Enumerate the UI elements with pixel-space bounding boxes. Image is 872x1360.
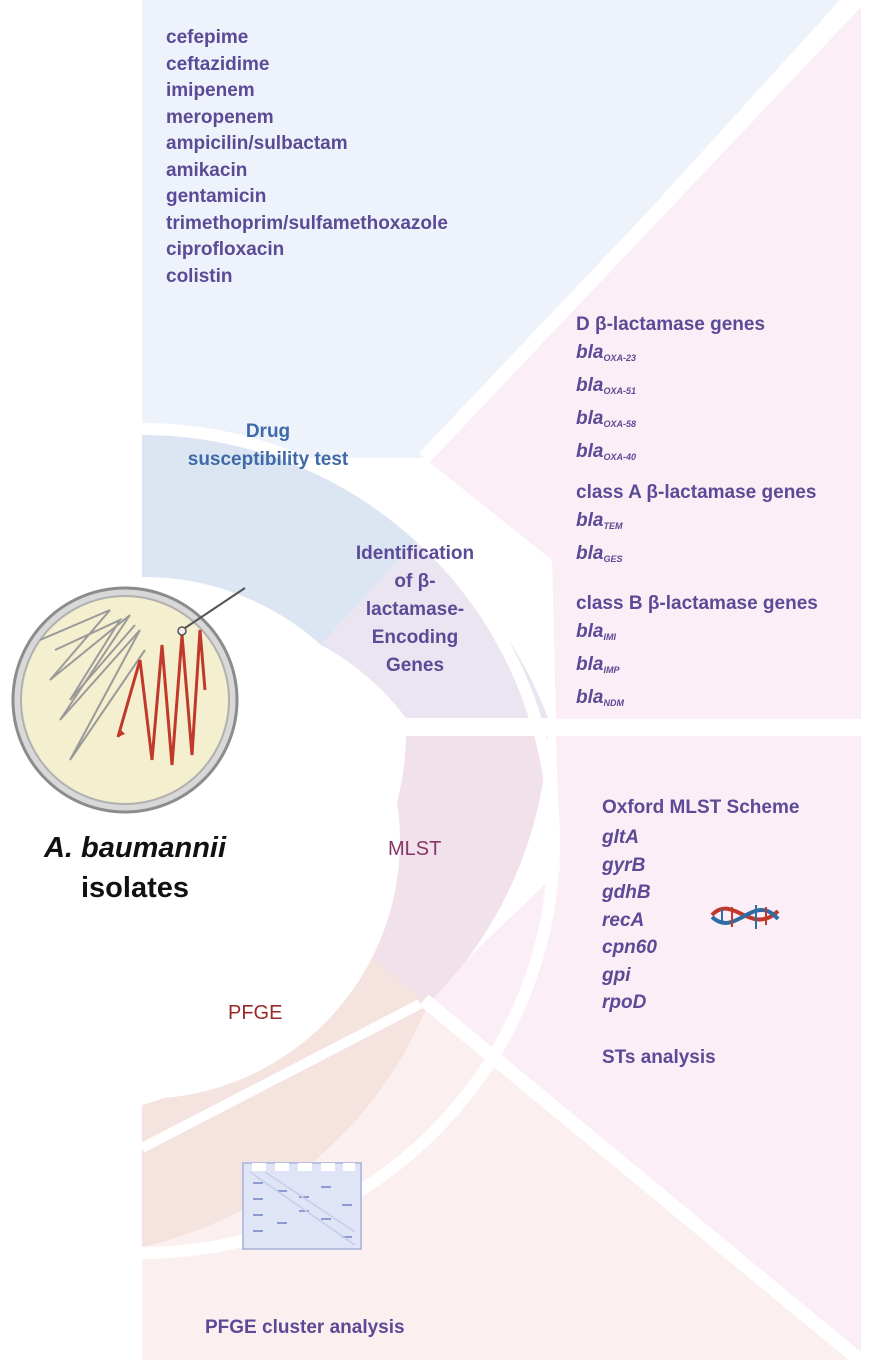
- segment-mlst: [328, 736, 548, 1004]
- label-drug-susceptibility: Drug susceptibility test: [168, 418, 368, 474]
- mlst-gene-list: gltA gyrB gdhB recA cpn60 gpi rpoD: [602, 824, 657, 1017]
- segment-pfge: [142, 921, 428, 1247]
- label-pfge: PFGE: [228, 1002, 283, 1024]
- sts-analysis-label: STs analysis: [602, 1047, 716, 1068]
- drug-item: ciprofloxacin: [166, 239, 285, 260]
- gene-item: blaIMP: [576, 654, 620, 675]
- gene-item: blaOXA-51: [576, 375, 636, 396]
- mlst-panel: Oxford MLST Scheme: [602, 794, 799, 822]
- gene-item: blaGES: [576, 543, 623, 564]
- center-label: A. baumannii isolates: [10, 828, 260, 908]
- pfge-cluster-label: PFGE cluster analysis: [205, 1317, 405, 1338]
- mlst-title: Oxford MLST Scheme: [602, 797, 800, 818]
- gene-item: blaIMI: [576, 621, 616, 642]
- mlst-panel-bg: [424, 736, 862, 1360]
- segment-drug: [142, 434, 417, 645]
- mlst-gene: gltA: [602, 827, 639, 848]
- drug-item: amikacin: [166, 159, 248, 181]
- label-line: Identification: [355, 543, 475, 564]
- label-line: of β-: [394, 571, 436, 592]
- gene-item: blaTEM: [576, 510, 623, 531]
- drug-item: cefepime: [166, 27, 249, 48]
- label-line: Genes: [385, 655, 445, 676]
- label-line: Encoding: [371, 627, 459, 648]
- gene-group-title: D β-lactamase genes: [576, 314, 766, 335]
- drug-list: cefepime ceftazidime imipenem meropenem …: [166, 25, 448, 290]
- top-panel-bg: [142, 0, 840, 458]
- gene-item: blaOXA-23: [576, 342, 636, 363]
- gene-group-a: class A β-lactamase genes blaTEM blaGES: [576, 479, 816, 573]
- drug-item: trimethoprim/sulfamethoxazole: [166, 212, 448, 234]
- mlst-gene: gdhB: [602, 882, 651, 903]
- divider-top-diagonal: [418, 0, 864, 463]
- gene-item: blaNDM: [576, 687, 624, 708]
- streak-line: [116, 629, 207, 766]
- gene-item: blaOXA-58: [576, 408, 636, 429]
- mlst-gene: gpi: [602, 964, 631, 986]
- gel-icon: [242, 1162, 362, 1250]
- gene-group-title: class A β-lactamase genes: [576, 482, 817, 503]
- drug-item: ampicilin/sulbactam: [166, 133, 348, 154]
- mlst-gene: cpn60: [602, 937, 657, 958]
- gene-item: blaOXA-40: [576, 441, 636, 462]
- label-mlst: MLST: [388, 838, 442, 860]
- mlst-gene: gyrB: [602, 854, 646, 876]
- gene-group-d: D β-lactamase genes blaOXA-23 blaOXA-51 …: [576, 311, 765, 471]
- drug-item: ceftazidime: [166, 53, 270, 75]
- drug-item: meropenem: [166, 106, 274, 128]
- dna-icon: [710, 905, 780, 929]
- label-line: Drug: [245, 421, 291, 442]
- genes-panel-bg: [424, 0, 862, 720]
- mlst-gene: recA: [602, 909, 645, 931]
- drug-item: imipenem: [166, 80, 255, 101]
- label-line: susceptibility test: [187, 449, 349, 470]
- gene-group-title: class B β-lactamase genes: [576, 593, 818, 614]
- mlst-gene: rpoD: [602, 992, 647, 1013]
- drug-item: colistin: [166, 265, 233, 287]
- label-line: lactamase-: [365, 599, 465, 620]
- label-identification: Identification of β- lactamase- Encoding…: [330, 540, 500, 680]
- gene-group-b: class B β-lactamase genes blaIMI blaIMP …: [576, 590, 818, 717]
- petri-dish-icon: [11, 586, 246, 814]
- species-name: A. baumannii: [43, 832, 227, 864]
- drug-item: gentamicin: [166, 186, 267, 207]
- divider-pfge-top: [139, 999, 423, 1153]
- segment-identification: [321, 540, 548, 718]
- isolates-label: isolates: [81, 872, 189, 904]
